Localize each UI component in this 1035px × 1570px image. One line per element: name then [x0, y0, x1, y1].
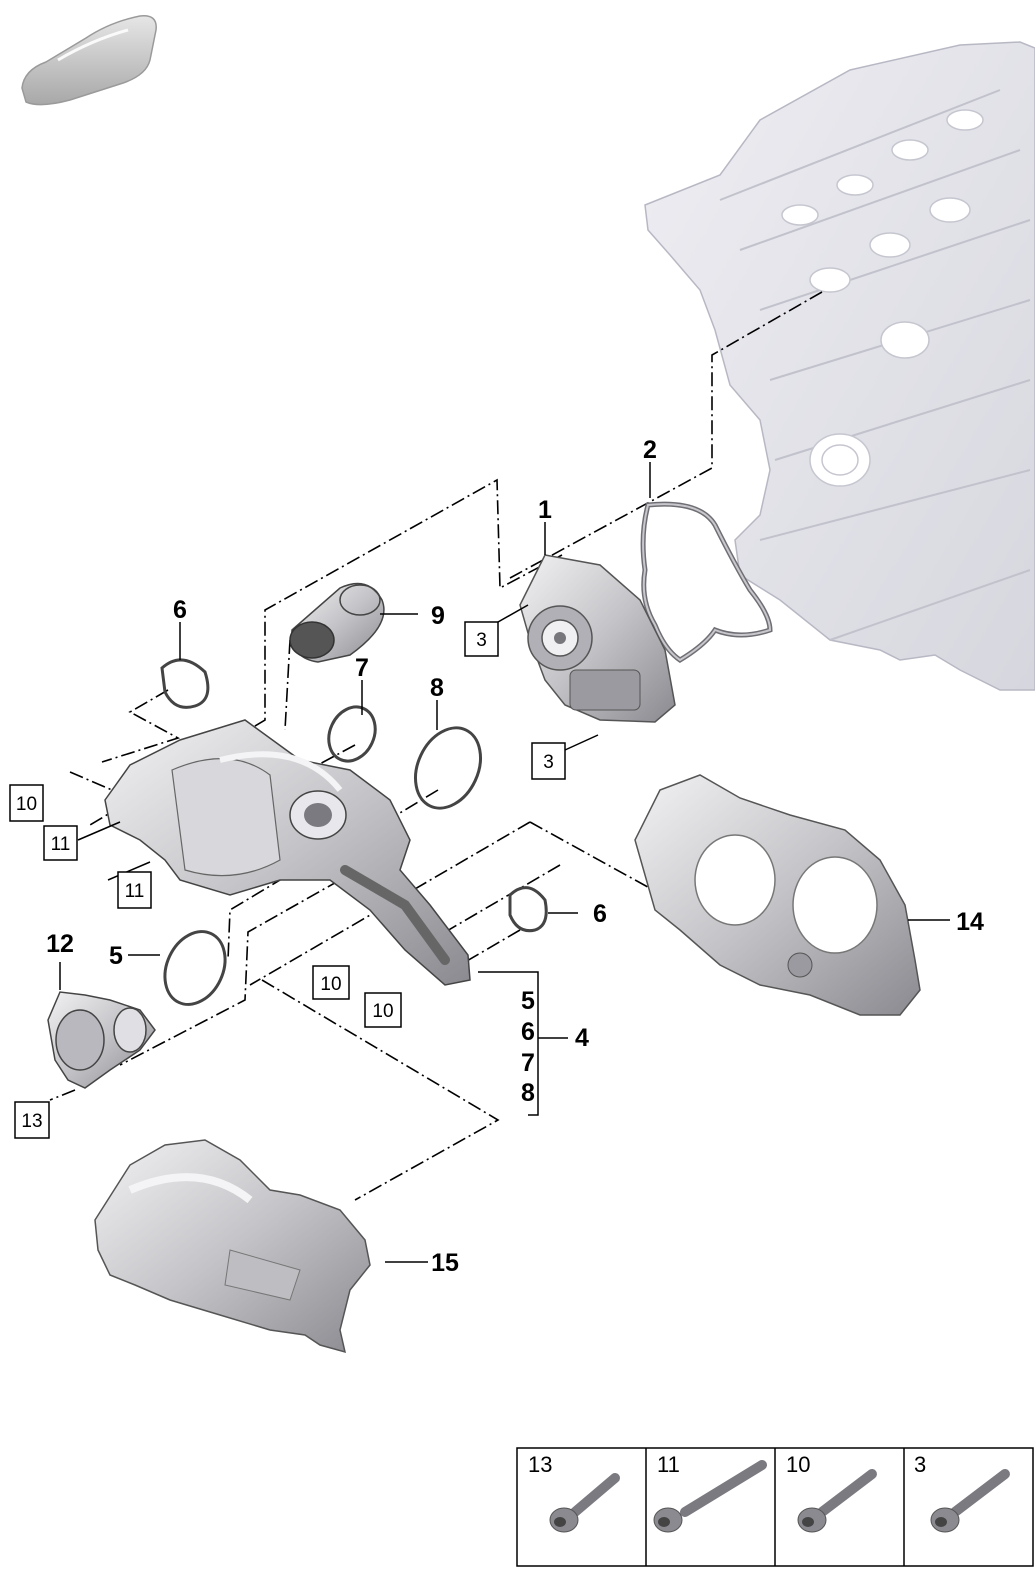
svg-text:3: 3: [476, 630, 487, 651]
callout-4: 4: [575, 1024, 589, 1052]
callout-5: 5: [521, 987, 535, 1015]
legend-cell-11: 11: [653, 1452, 767, 1533]
callout-6: 6: [521, 1018, 535, 1046]
boxed-callouts: 3 3 10 11 11 10 10 13: [9, 621, 566, 1139]
boxed-callout-11: 11: [43, 825, 78, 861]
svg-text:10: 10: [16, 794, 37, 815]
seal-ring-6-lower: [508, 886, 548, 933]
short-bolt-icon: [549, 1473, 620, 1533]
svg-text:13: 13: [21, 1111, 42, 1132]
leader-lines: [59, 462, 950, 1263]
callout-7: 7: [355, 654, 369, 682]
sleeve: [289, 582, 385, 663]
fastener-legend: 13 11 10 3: [516, 1447, 1034, 1567]
legend-cell-13: 13: [528, 1452, 620, 1533]
svg-text:11: 11: [657, 1452, 680, 1477]
callout-6: 6: [593, 900, 607, 928]
boxed-callout-10: 10: [9, 784, 44, 822]
svg-text:10: 10: [320, 974, 341, 995]
bolt-icon: [797, 1469, 877, 1533]
boxed-callout-10: 10: [312, 965, 350, 1000]
water-pump: [519, 554, 676, 723]
seal-ring-6-upper: [160, 658, 210, 709]
engine-block: [644, 41, 1035, 691]
callout-15: 15: [431, 1249, 459, 1277]
boxed-callout-10: 10: [364, 992, 402, 1028]
o-ring-8: [414, 726, 482, 810]
gasket: [640, 501, 773, 663]
legend-cell-10: 10: [786, 1452, 877, 1533]
callout-12: 12: [46, 930, 74, 958]
vehicle-icon: [21, 15, 157, 106]
svg-text:11: 11: [51, 834, 71, 855]
callout-5: 5: [109, 942, 123, 970]
callout-2: 2: [643, 436, 657, 464]
o-ring-5: [163, 930, 227, 1006]
callout-1: 1: [538, 496, 552, 524]
callout-6: 6: [173, 596, 187, 624]
boxed-callout-11: 11: [117, 871, 152, 909]
callout-9: 9: [431, 602, 445, 630]
boxed-callout-3: 3: [464, 621, 499, 657]
housing-cover: [94, 1139, 371, 1354]
coolant-housing: [104, 719, 471, 986]
callout-8: 8: [430, 674, 444, 702]
svg-text:11: 11: [125, 881, 145, 902]
long-bolt-icon: [653, 1460, 767, 1533]
callout-labels: 1 2 6 9 7 8 6 14 12 5 5 6 7 8 4 15: [46, 436, 984, 1277]
svg-text:3: 3: [543, 752, 554, 773]
boxed-callout-13: 13: [14, 1101, 50, 1139]
seal-rings: [160, 658, 548, 1006]
callout-8: 8: [521, 1079, 535, 1107]
callout-14: 14: [956, 908, 984, 936]
boxed-callout-3: 3: [531, 742, 566, 780]
svg-text:3: 3: [914, 1452, 926, 1477]
o-ring-7-upper: [327, 705, 377, 763]
thermostat: [47, 991, 156, 1089]
svg-text:10: 10: [786, 1452, 810, 1477]
bolt-icon: [930, 1469, 1010, 1533]
svg-text:13: 13: [528, 1452, 552, 1477]
front-cover: [634, 774, 921, 1016]
callout-7: 7: [521, 1049, 535, 1077]
legend-cell-3: 3: [914, 1452, 1010, 1533]
svg-text:10: 10: [372, 1001, 393, 1022]
